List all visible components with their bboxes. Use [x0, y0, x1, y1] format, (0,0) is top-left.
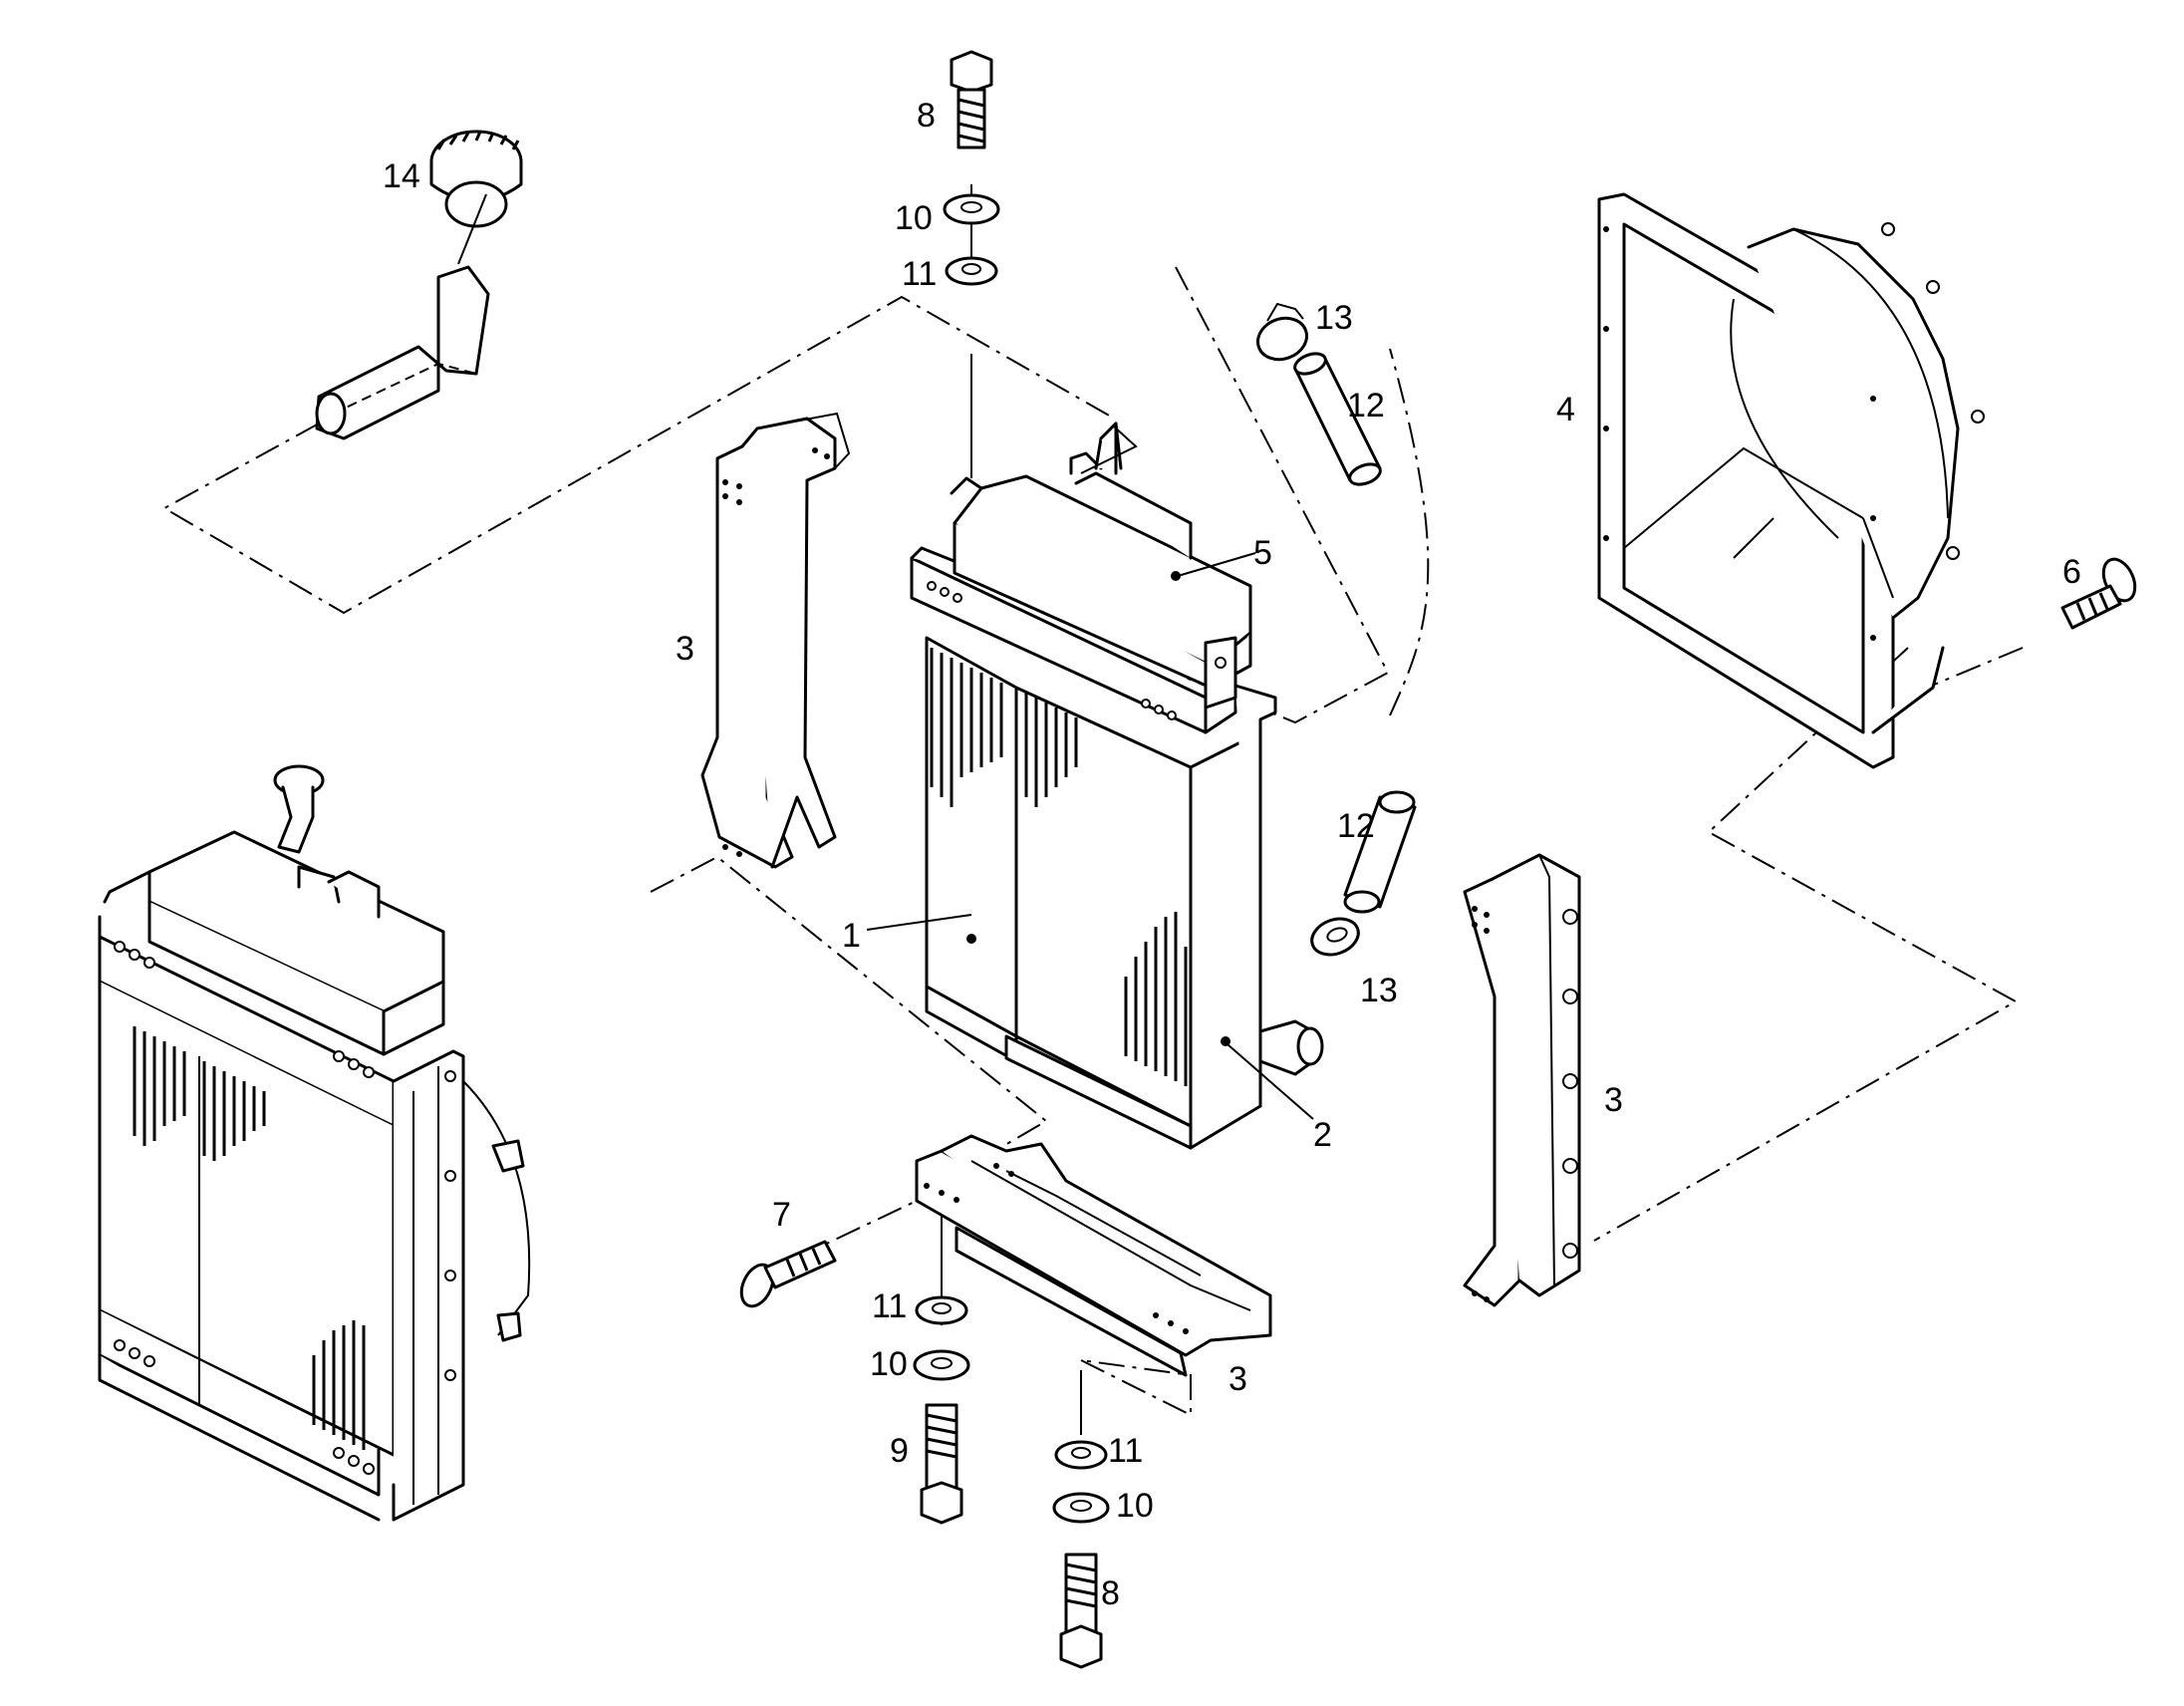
callout-9: 9 [890, 1432, 909, 1470]
callout-10: 10 [870, 1345, 908, 1383]
callout-10: 10 [895, 199, 933, 237]
side-bracket-right-part-3 [1463, 853, 1581, 1307]
callout-5: 5 [1253, 534, 1272, 572]
fan-shroud-part-4 [1597, 192, 1985, 769]
callout-13: 13 [1360, 972, 1398, 1009]
callout-11: 11 [1108, 1432, 1143, 1470]
callout-3: 3 [1604, 1081, 1623, 1119]
callout-1: 1 [842, 917, 861, 955]
bolt-stack-bottom-right [1052, 1440, 1110, 1669]
callout-13: 13 [1315, 299, 1353, 337]
callout-8: 8 [917, 97, 936, 135]
callout-12: 12 [1337, 807, 1375, 845]
radiator-frame-part-2 [910, 546, 1324, 1108]
callout-labels: 14 8 10 11 13 12 4 5 6 3 12 1 13 3 2 7 1… [383, 97, 2081, 1612]
callout-8: 8 [1101, 1574, 1120, 1612]
header-tank-part-5 [950, 422, 1252, 710]
bolt-stack-top [943, 50, 1000, 286]
callout-11: 11 [902, 255, 937, 293]
assembly-lines [161, 184, 2024, 1435]
leader-lines [866, 552, 1314, 1120]
hose-top-part-12-13 [1256, 302, 1382, 486]
radiator-core-part-1 [925, 636, 1262, 1150]
bolt-stack-bottom-left [913, 1295, 970, 1525]
bottom-channel-part-3 [915, 1134, 1272, 1377]
screw-part-7 [739, 1240, 837, 1308]
callout-2: 2 [1313, 1116, 1332, 1154]
callout-10: 10 [1116, 1487, 1154, 1525]
callout-12: 12 [1347, 387, 1385, 425]
callout-6: 6 [2062, 553, 2081, 591]
hose-lower-part-12-13 [1310, 790, 1417, 957]
filler-cap-part-14 [315, 130, 523, 440]
callout-7: 7 [772, 1196, 791, 1234]
screw-part-6 [2060, 557, 2137, 630]
callout-14: 14 [383, 157, 420, 195]
side-bracket-left-part-3 [700, 412, 851, 869]
assembled-radiator-view [98, 764, 531, 1522]
callout-3: 3 [1228, 1360, 1247, 1398]
callout-11: 11 [872, 1287, 907, 1325]
callout-4: 4 [1556, 391, 1575, 428]
callout-3: 3 [676, 630, 694, 668]
